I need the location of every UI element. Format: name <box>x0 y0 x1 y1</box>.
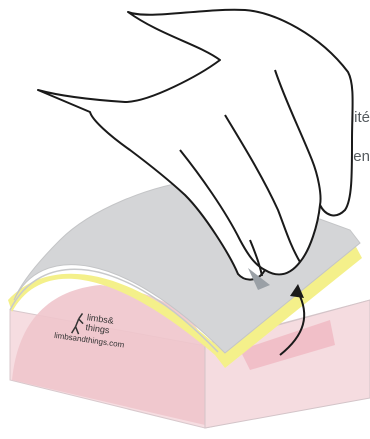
suture-pad-illustration: limbs& things limbsandthings.com <box>0 0 370 439</box>
